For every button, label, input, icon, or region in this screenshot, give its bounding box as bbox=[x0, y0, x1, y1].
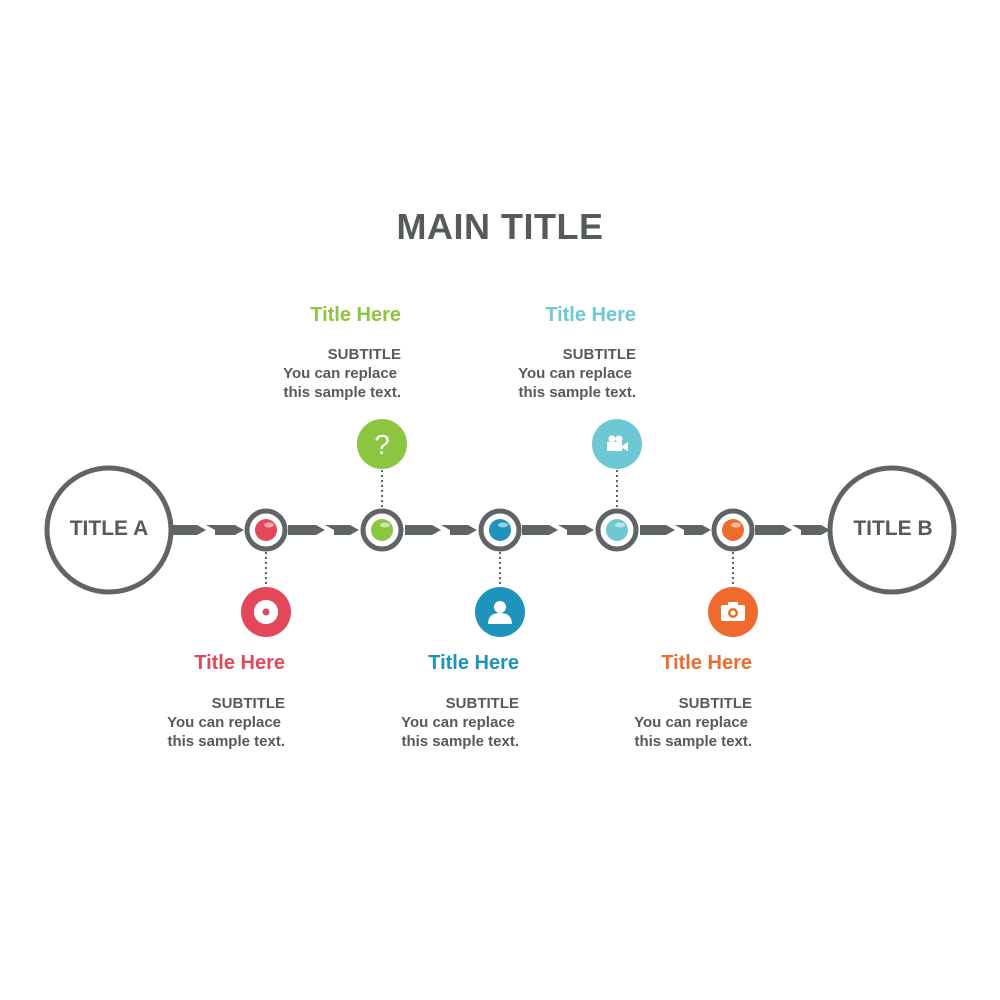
gear-icon bbox=[253, 599, 279, 625]
main-title: MAIN TITLE bbox=[396, 206, 604, 247]
track-arrow-segment bbox=[288, 525, 325, 535]
milestone-description-line: You can replace bbox=[167, 714, 281, 731]
track-arrow-segment bbox=[640, 525, 675, 535]
track-arrow-segment bbox=[206, 525, 244, 535]
track-arrow-segment bbox=[792, 525, 830, 535]
track-arrow-segment bbox=[675, 525, 711, 535]
video-camera-icon bbox=[607, 435, 628, 451]
camera-icon bbox=[721, 602, 745, 621]
milestone-title: Title Here bbox=[194, 652, 285, 674]
milestone-dot-highlight bbox=[380, 522, 390, 528]
milestone-description-line: You can replace bbox=[518, 365, 632, 382]
milestone-subtitle: SUBTITLE bbox=[678, 695, 752, 712]
track-arrow-segment bbox=[522, 525, 558, 535]
milestone-description-line: this sample text. bbox=[518, 384, 636, 401]
milestone-description-line: this sample text. bbox=[167, 733, 285, 750]
milestone-subtitle: SUBTITLE bbox=[562, 346, 636, 363]
milestone-dot-highlight bbox=[498, 522, 508, 528]
milestone-dot bbox=[606, 519, 628, 541]
start-label: TITLE A bbox=[69, 517, 149, 540]
start-circle bbox=[44, 465, 174, 595]
milestone-description-line: You can replace bbox=[283, 365, 397, 382]
milestone-subtitle: SUBTITLE bbox=[327, 346, 401, 363]
milestone-dot-highlight bbox=[264, 522, 274, 528]
milestone-title: Title Here bbox=[310, 304, 401, 326]
track-arrow-segment bbox=[755, 525, 792, 535]
milestone-title: Title Here bbox=[428, 652, 519, 674]
milestone-title: Title Here bbox=[545, 304, 636, 326]
milestone-dot bbox=[255, 519, 277, 541]
end-label: TITLE B bbox=[853, 517, 933, 540]
track-arrow-segment bbox=[172, 525, 206, 535]
milestone-dot-highlight bbox=[615, 522, 625, 528]
track-arrow-segment bbox=[441, 525, 477, 535]
milestone-badge bbox=[357, 419, 407, 469]
milestone-description-line: this sample text. bbox=[634, 733, 752, 750]
milestone-dot bbox=[722, 519, 744, 541]
milestone-description-line: You can replace bbox=[401, 714, 515, 731]
milestone-dot-highlight bbox=[731, 522, 741, 528]
milestone-title: Title Here bbox=[661, 652, 752, 674]
question-mark-icon: ? bbox=[374, 429, 390, 460]
milestone-subtitle: SUBTITLE bbox=[211, 695, 285, 712]
milestone-description-line: You can replace bbox=[634, 714, 748, 731]
track-arrow-segment bbox=[558, 525, 594, 535]
milestone-dot bbox=[371, 519, 393, 541]
track-arrow-segment bbox=[405, 525, 441, 535]
user-icon bbox=[488, 601, 512, 624]
end-circle bbox=[827, 465, 957, 595]
milestone-subtitle: SUBTITLE bbox=[445, 695, 519, 712]
milestone-description-line: this sample text. bbox=[401, 733, 519, 750]
milestone-description-line: this sample text. bbox=[283, 384, 401, 401]
track-arrow-segment bbox=[325, 525, 359, 535]
milestone-dot bbox=[489, 519, 511, 541]
